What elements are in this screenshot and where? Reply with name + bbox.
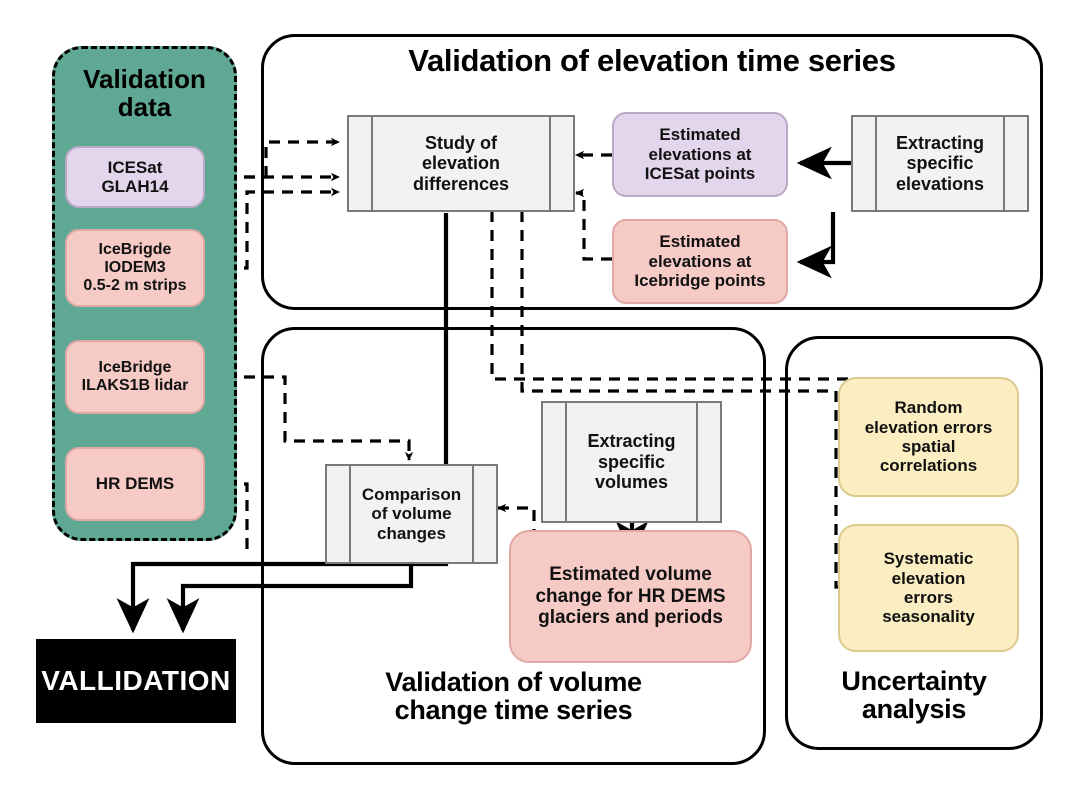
process-label: Extracting specific volumes bbox=[587, 431, 676, 493]
panel-volume-title-line1: Validation of volume bbox=[385, 667, 642, 697]
process-comparison-of-volume-changes[interactable]: Comparison of volume changes bbox=[325, 464, 498, 564]
process-bar-right bbox=[1003, 117, 1005, 210]
panel-volume-title-line2: change time series bbox=[394, 695, 633, 726]
node-estimated-elevations-icesat[interactable]: Estimated elevations at ICESat points bbox=[612, 112, 788, 197]
process-extracting-specific-elevations[interactable]: Extracting specific elevations bbox=[851, 115, 1029, 212]
process-bar-left bbox=[349, 466, 351, 562]
data-item-hr-dems[interactable]: HR DEMS bbox=[65, 447, 205, 521]
panel-uncertainty-title-line1: Uncertainty bbox=[841, 666, 987, 696]
node-estimated-volume-change[interactable]: Estimated volume change for HR DEMS glac… bbox=[509, 530, 752, 663]
terminal-vallidation[interactable]: VALLIDATION bbox=[36, 639, 236, 723]
process-bar-right bbox=[696, 403, 698, 521]
process-label: Comparison of volume changes bbox=[361, 484, 462, 543]
data-item-icebridge-iodem3[interactable]: IceBrigde IODEM3 0.5-2 m strips bbox=[65, 229, 205, 307]
process-bar-left bbox=[565, 403, 567, 521]
process-bar-right bbox=[472, 466, 474, 562]
node-systematic-elevation-errors[interactable]: Systematic elevation errors seasonality bbox=[838, 524, 1019, 652]
validation-data-title: Validation data bbox=[55, 65, 234, 121]
data-item-icesat-glah14[interactable]: ICESat GLAH14 bbox=[65, 146, 205, 208]
node-random-elevation-errors[interactable]: Random elevation errors spatial correlat… bbox=[838, 377, 1019, 497]
process-extracting-specific-volumes[interactable]: Extracting specific volumes bbox=[541, 401, 722, 523]
validation-data-title-line1: Validation bbox=[83, 64, 206, 94]
process-label: Study of elevation differences bbox=[412, 132, 510, 194]
panel-elevation-title: Validation of elevation time series bbox=[408, 43, 896, 78]
process-bar-left bbox=[875, 117, 877, 210]
data-item-icebridge-ilaks1b[interactable]: IceBridge ILAKS1B lidar bbox=[65, 340, 205, 414]
node-estimated-elevations-icebridge[interactable]: Estimated elevations at Icebridge points bbox=[612, 219, 788, 304]
validation-data-title-line2: data bbox=[117, 92, 172, 123]
process-bar-left bbox=[371, 117, 373, 210]
process-label: Extracting specific elevations bbox=[895, 132, 985, 194]
process-study-of-elevation-differences[interactable]: Study of elevation differences bbox=[347, 115, 575, 212]
process-bar-right bbox=[549, 117, 551, 210]
panel-volume-title: Validation of volume change time series bbox=[281, 668, 746, 725]
panel-uncertainty-title-line2: analysis bbox=[861, 694, 967, 725]
panel-uncertainty-title: Uncertainty analysis bbox=[790, 667, 1038, 724]
